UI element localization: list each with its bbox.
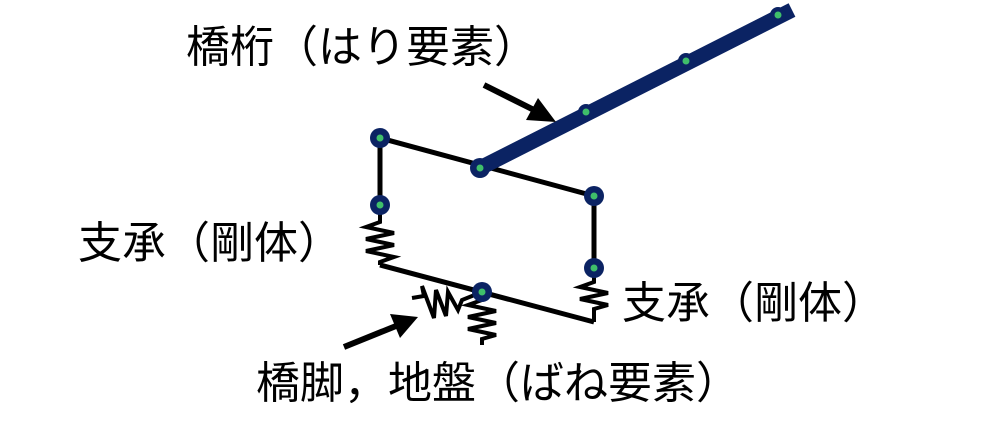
node-frame-top-left <box>370 128 390 148</box>
nodes <box>370 7 786 302</box>
node-girder-2 <box>678 53 694 69</box>
bearing-right-label: 支承（剛体） <box>622 278 886 329</box>
node-pier <box>472 282 492 302</box>
arrow-girder-shaft <box>482 82 538 114</box>
node-girder-base <box>470 158 490 178</box>
node-bearing-right-top <box>584 258 604 278</box>
arrow-girder-head <box>526 98 556 122</box>
bearing-spring-left <box>358 205 402 265</box>
node-girder-1 <box>578 104 594 120</box>
arrow-pier-head <box>390 314 418 338</box>
girder-label: 橋桁（はり要素） <box>186 22 538 73</box>
bearing-left-label: 支承（剛体） <box>78 218 342 269</box>
pier-ground-label: 橋脚，地盤（ばね要素） <box>256 358 740 409</box>
bearing-spring-right <box>572 268 609 322</box>
pier-spring-horizontal <box>411 285 483 319</box>
node-bearing-left-top <box>370 195 390 215</box>
bridge-girder-beam <box>476 3 796 175</box>
node-frame-top-right <box>584 186 604 206</box>
node-girder-3 <box>770 7 786 23</box>
arrow-pier-shaft <box>342 323 398 350</box>
pier-spring-vertical <box>460 292 497 345</box>
